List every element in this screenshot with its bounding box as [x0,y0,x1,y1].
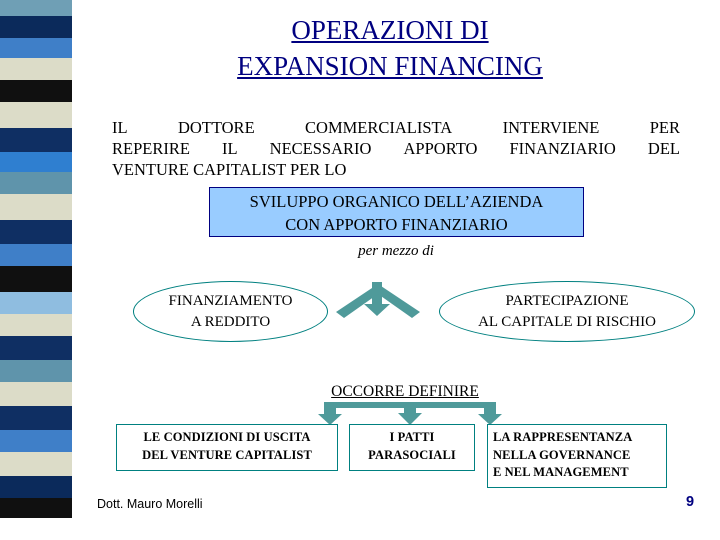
ellipse-right-line-1: PARTECIPAZIONE [505,292,629,309]
paragraph-word: IL [112,118,128,137]
connector-label: per mezzo di [358,243,434,259]
slide-title: OPERAZIONI DI EXPANSION FINANCING [90,12,690,84]
stripe-segment [0,102,72,128]
paragraph-word: COMMERCIALISTA [305,118,453,137]
ellipse-partecipazione: PARTECIPAZIONE AL CAPITALE DI RISCHIO [439,281,695,342]
stripe-segment [0,382,72,406]
stripe-segment [0,430,72,452]
paragraph-word: REPERIRE [112,139,190,158]
stripe-segment [0,292,72,314]
paragraph-word: DOTTORE [177,118,255,137]
paragraph-line-2: REPERIRE IL NECESSARIO APPORTO FINANZIAR… [112,138,680,159]
box3-line-1: LA RAPPRESENTANZA [493,430,633,444]
paragraph-line-3: VENTURE CAPITALIST PER LO [112,160,347,179]
occorre-definire-heading: OCCORRE DEFINIRE [331,383,479,400]
title-line-1: OPERAZIONI DI [291,15,489,45]
ellipse-right-line-2: AL CAPITALE DI RISCHIO [478,313,656,330]
stripe-segment [0,406,72,430]
paragraph-word: APPORTO [403,139,478,158]
stripe-segment [0,16,72,38]
stripe-segment [0,220,72,244]
paragraph-line-1: IL DOTTORE COMMERCIALISTA INTERVIENE PER [112,117,680,138]
stripe-segment [0,58,72,80]
sviluppo-line-2: CON APPORTO FINANZIARIO [285,215,508,234]
paragraph-word: INTERVIENE [502,118,600,137]
stripe-segment [0,128,72,152]
author-footer: Dott. Mauro Morelli [97,497,203,511]
title-line-2: EXPANSION FINANCING [237,51,543,81]
box1-line-2: DEL VENTURE CAPITALIST [142,447,312,462]
box-condizioni-uscita: LE CONDIZIONI DI USCITA DEL VENTURE CAPI… [116,424,338,471]
sviluppo-line-1: SVILUPPO ORGANICO DELL’AZIENDA [249,192,544,211]
ellipse-left-line-2: A REDDITO [190,313,271,330]
stripe-segment [0,38,72,58]
stripe-segment [0,172,72,194]
stripe-segment [0,518,72,540]
box1-line-1: LE CONDIZIONI DI USCITA [143,430,311,444]
split-arrow-icon [364,282,390,316]
stripe-segment [0,244,72,266]
stripe-segment [0,314,72,336]
paragraph-word: NECESSARIO [269,139,372,158]
ellipse-finanziamento: FINANZIAMENTO A REDDITO [133,281,328,342]
stripe-segment [0,0,72,16]
stripe-segment [0,80,72,102]
paragraph-word: FINANZIARIO [509,139,616,158]
decorative-stripe [0,0,72,540]
sviluppo-organico-box: SVILUPPO ORGANICO DELL’AZIENDA CON APPOR… [209,187,584,237]
paragraph-word: IL [222,139,238,158]
body-paragraph: IL DOTTORE COMMERCIALISTA INTERVIENE PER… [112,117,680,180]
box-patti-parasociali: I PATTI PARASOCIALI [349,424,475,471]
stripe-segment [0,360,72,382]
paragraph-word: PER [649,118,680,137]
box-rappresentanza: LA RAPPRESENTANZA NELLA GOVERNANCE E NEL… [487,424,667,488]
box2-line-1: I PATTI [389,430,435,444]
paragraph-word: DEL [647,139,680,158]
stripe-segment [0,266,72,292]
stripe-segment [0,452,72,476]
stripe-segment [0,194,72,220]
fan-arrows-icon [318,402,502,425]
box2-line-2: PARASOCIALI [368,447,456,462]
stripe-segment [0,336,72,360]
ellipse-left-line-1: FINANZIAMENTO [168,292,293,309]
stripe-segment [0,476,72,498]
page-number: 9 [686,494,695,510]
box3-line-2: NELLA GOVERNANCE [493,447,631,462]
stripe-segment [0,498,72,518]
box3-line-3: E NEL MANAGEMENT [493,465,629,479]
split-arrow-left-icon [336,284,420,318]
stripe-segment [0,152,72,172]
